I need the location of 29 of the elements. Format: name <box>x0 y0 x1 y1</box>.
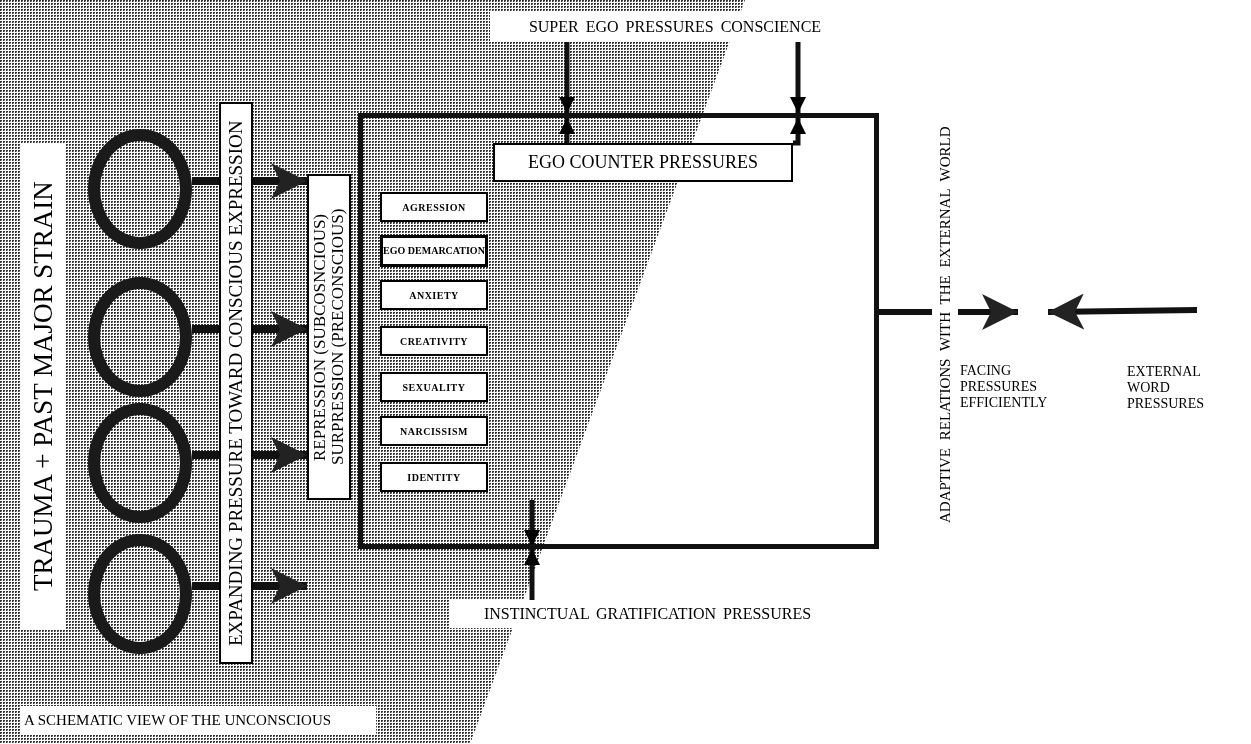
label-box: EGO DEMARCATION <box>380 235 488 267</box>
ring-node <box>88 534 192 654</box>
ring-node <box>88 403 192 523</box>
arrow <box>790 42 806 113</box>
label-box: AGRESSION <box>380 192 488 222</box>
vertical-label-box: REPRESSION (SUBCOSNCIOUS) SURPRESSION (PRECONSCIOUS) <box>307 174 351 500</box>
arrow <box>790 118 806 146</box>
ring-node <box>88 129 192 249</box>
vertical-label-box: EXPANDING PRESSURE TOWARD CONSCIOUS EXPRESSION <box>219 102 253 664</box>
caption-box: A SCHEMATIC VIEW OF THE UNCONSCIOUS <box>20 706 376 734</box>
arrow <box>559 118 575 143</box>
arrow <box>559 42 575 113</box>
arrow <box>524 549 540 600</box>
arrow <box>1047 293 1198 330</box>
label-box: ANXIETY <box>380 280 488 310</box>
arrow <box>253 311 307 347</box>
vertical-label-box: TRAUMA + PAST MAJOR STRAIN <box>21 143 65 630</box>
ego-frame <box>358 113 879 549</box>
label-box: NARCISSISM <box>380 416 488 446</box>
pressure-label: EXTERNAL WORD PRESSURES <box>1127 310 1239 412</box>
arrow <box>253 437 307 473</box>
label-box: EGO COUNTER PRESSURES <box>493 143 793 182</box>
arrow <box>524 500 540 546</box>
label-box: IDENTITY <box>380 462 488 492</box>
label-box: SEXUALITY <box>380 372 488 402</box>
arrow <box>253 163 307 199</box>
arrow <box>253 568 307 604</box>
label-box: CREATIVITY <box>380 326 488 356</box>
ring-node <box>88 277 192 397</box>
